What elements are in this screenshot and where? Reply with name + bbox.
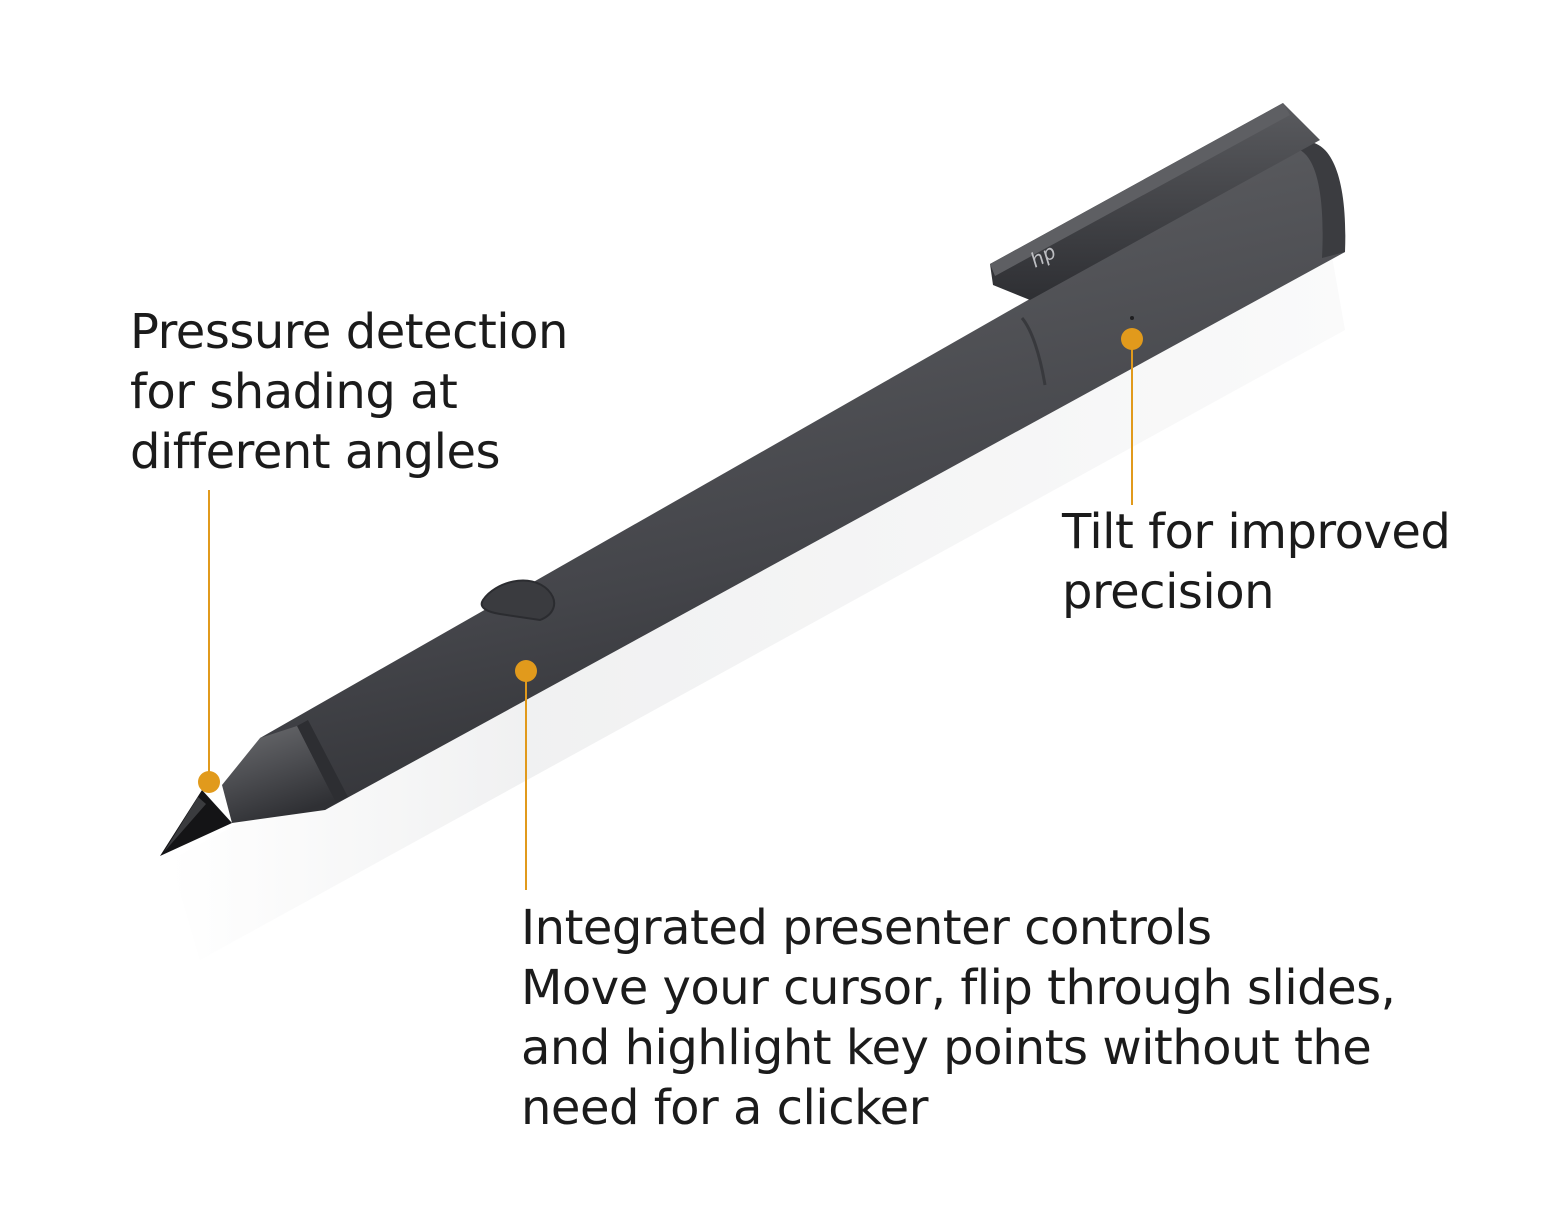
tilt-dot [1121,328,1143,350]
pen-clip [990,103,1320,300]
pen-shadow [170,245,1345,960]
pressure-dot [198,771,220,793]
pen-cone [222,726,336,823]
presenter-dot [515,660,537,682]
pen-tip-ring [297,720,348,803]
pen-barrel [260,142,1345,810]
pen-seam [1020,317,1047,386]
pen-nib [160,790,232,856]
pen-clip-face [990,103,1290,276]
sensor-dot [1130,316,1134,320]
tilt-line-1: Tilt for improved [1062,504,1451,560]
tilt-callout: Tilt for improved precision [1062,502,1451,622]
presenter-line-4: need for a clicker [521,1080,928,1136]
pressure-line-3: different angles [130,424,501,480]
pen-end-cap [1300,141,1346,258]
presenter-line-1: Integrated presenter controls [521,900,1212,956]
pressure-callout: Pressure detection for shading at differ… [130,302,568,482]
presenter-callout: Integrated presenter controls Move your … [521,898,1396,1138]
pen-side-button [480,579,556,622]
tilt-line-2: precision [1062,564,1275,620]
presenter-line-2: Move your cursor, flip through slides, [521,960,1396,1016]
presenter-line-3: and highlight key points without the [521,1020,1372,1076]
pen-nib-highlight [164,797,206,852]
pressure-line-1: Pressure detection [130,304,568,360]
pressure-line-2: for shading at [130,364,458,420]
